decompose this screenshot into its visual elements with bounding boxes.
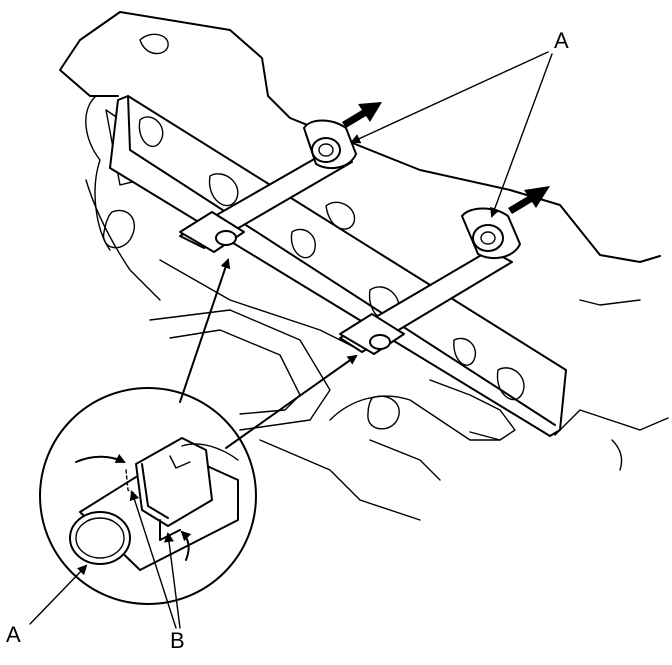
callout-label-a-top: A — [554, 28, 569, 53]
steering-hanger-bracket — [109, 95, 567, 437]
callout-detail-leaders — [29, 490, 181, 629]
dashboard-structure — [59, 11, 669, 521]
callout-label-a-bottom: A — [6, 622, 21, 647]
detail-view-circle — [39, 258, 358, 605]
callout-label-b: B — [170, 628, 185, 653]
removal-direction-arrow-upper — [342, 102, 382, 128]
removal-direction-arrow-lower — [508, 186, 550, 214]
callout-a-leaders — [350, 51, 553, 218]
rubber-bushing-upper — [303, 119, 357, 170]
rubber-bushing-lower — [461, 207, 521, 260]
steering-column-shaft — [179, 149, 513, 355]
